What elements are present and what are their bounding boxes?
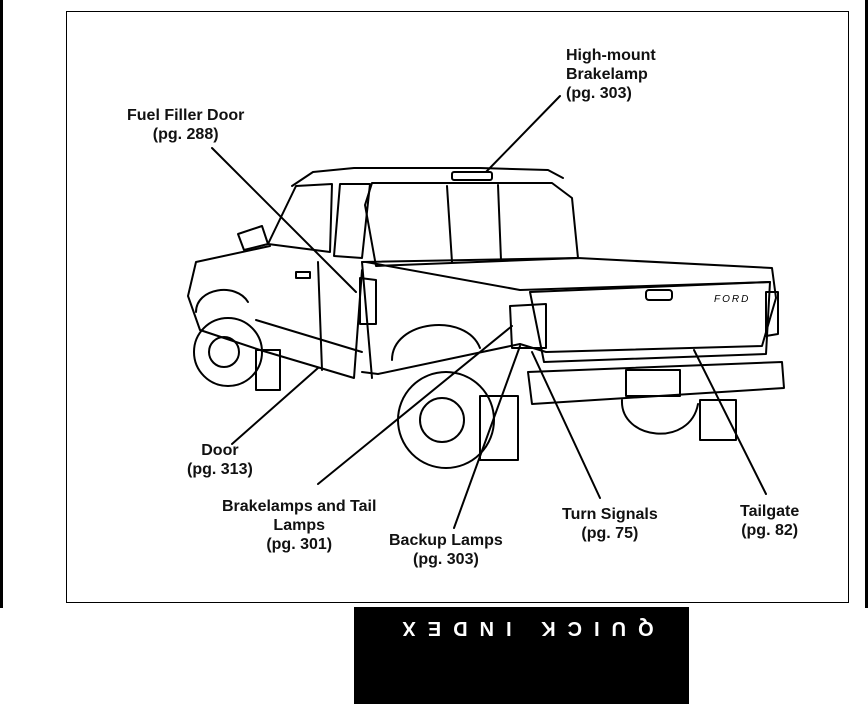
callout-page: (pg. 303) xyxy=(566,85,632,102)
ford-badge: FORD xyxy=(714,294,750,305)
rear-window-frame xyxy=(364,182,579,267)
tailgate-leader xyxy=(693,349,767,495)
rear-bumper-shape xyxy=(527,361,785,405)
callout-door: Door (pg. 313) xyxy=(187,441,253,479)
backup-leader xyxy=(453,345,521,529)
section-tab: QUICK INDEX xyxy=(354,607,689,704)
body-trim-line xyxy=(255,319,363,353)
far-rear-wheel xyxy=(620,399,699,435)
high-mount-lamp-shape xyxy=(451,171,493,181)
callout-title: Tailgate xyxy=(740,503,800,520)
turn-signals-leader xyxy=(531,351,601,499)
bed-side-outline xyxy=(361,257,777,375)
rear-window-divider-left xyxy=(446,185,453,263)
callout-page: (pg. 313) xyxy=(187,461,253,478)
callout-turn-signals: Turn Signals (pg. 75) xyxy=(562,505,658,543)
callout-title: Backup Lamps xyxy=(389,532,503,549)
callout-tailgate: Tailgate (pg. 82) xyxy=(740,502,799,540)
fuel-filler-leader xyxy=(211,147,357,293)
front-wheel-arch xyxy=(195,288,249,313)
callout-page: (pg. 288) xyxy=(152,126,219,143)
callout-page: (pg. 301) xyxy=(266,536,333,553)
callout-page: (pg. 75) xyxy=(581,525,639,542)
license-plate-shape xyxy=(625,369,681,397)
callout-title-line1: Brakelamps and Tail xyxy=(222,498,377,515)
rear-mud-flap xyxy=(479,395,519,461)
callout-title-line2: Brakelamp xyxy=(566,66,648,83)
callout-page: (pg. 303) xyxy=(413,551,479,568)
side-mirror xyxy=(237,225,269,251)
callout-backup-lamps: Backup Lamps (pg. 303) xyxy=(389,531,503,569)
door-handle-shape xyxy=(295,271,311,279)
high-mount-leader xyxy=(485,95,561,173)
page-edge-right xyxy=(865,0,868,608)
front-wheel xyxy=(193,317,263,387)
brakelamps-leader xyxy=(317,325,513,485)
callout-brakelamps-tail-lamps: Brakelamps and Tail Lamps (pg. 301) xyxy=(222,497,376,554)
cab-body-outline xyxy=(187,245,363,379)
rear-hub xyxy=(419,397,465,443)
section-tab-label: QUICK INDEX xyxy=(389,617,654,639)
callout-title: Fuel Filler Door xyxy=(127,107,245,124)
page-edge-left xyxy=(0,0,3,608)
bed-rail-line xyxy=(365,261,771,291)
illustration-frame xyxy=(66,11,849,603)
door-seam xyxy=(317,261,323,371)
fuel-filler-door-shape xyxy=(359,277,377,325)
left-tail-lamp-shape xyxy=(509,303,547,349)
callout-page: (pg. 82) xyxy=(741,522,799,539)
front-hub xyxy=(208,336,240,368)
tailgate-handle-shape xyxy=(645,289,673,301)
callout-fuel-filler-door: Fuel Filler Door (pg. 288) xyxy=(127,106,244,144)
door-leader xyxy=(231,367,319,445)
right-tail-lamp-shape xyxy=(765,291,779,337)
cab-bed-gap xyxy=(361,261,373,379)
callout-title: Turn Signals xyxy=(562,506,658,523)
callout-title: Door xyxy=(201,442,239,459)
far-mud-flap xyxy=(699,399,737,441)
rear-window-divider-right xyxy=(497,184,502,261)
cab-roof-outline xyxy=(291,167,564,187)
rear-wheel-arch xyxy=(391,324,481,361)
side-window-front xyxy=(267,183,333,253)
tailgate-shape xyxy=(529,281,771,363)
side-window-rear xyxy=(333,183,371,259)
callout-title-line2: Lamps xyxy=(273,517,325,534)
callout-title-line1: High-mount xyxy=(566,47,656,64)
callout-high-mount-brakelamp: High-mount Brakelamp (pg. 303) xyxy=(566,46,656,103)
front-mud-flap xyxy=(255,349,281,391)
